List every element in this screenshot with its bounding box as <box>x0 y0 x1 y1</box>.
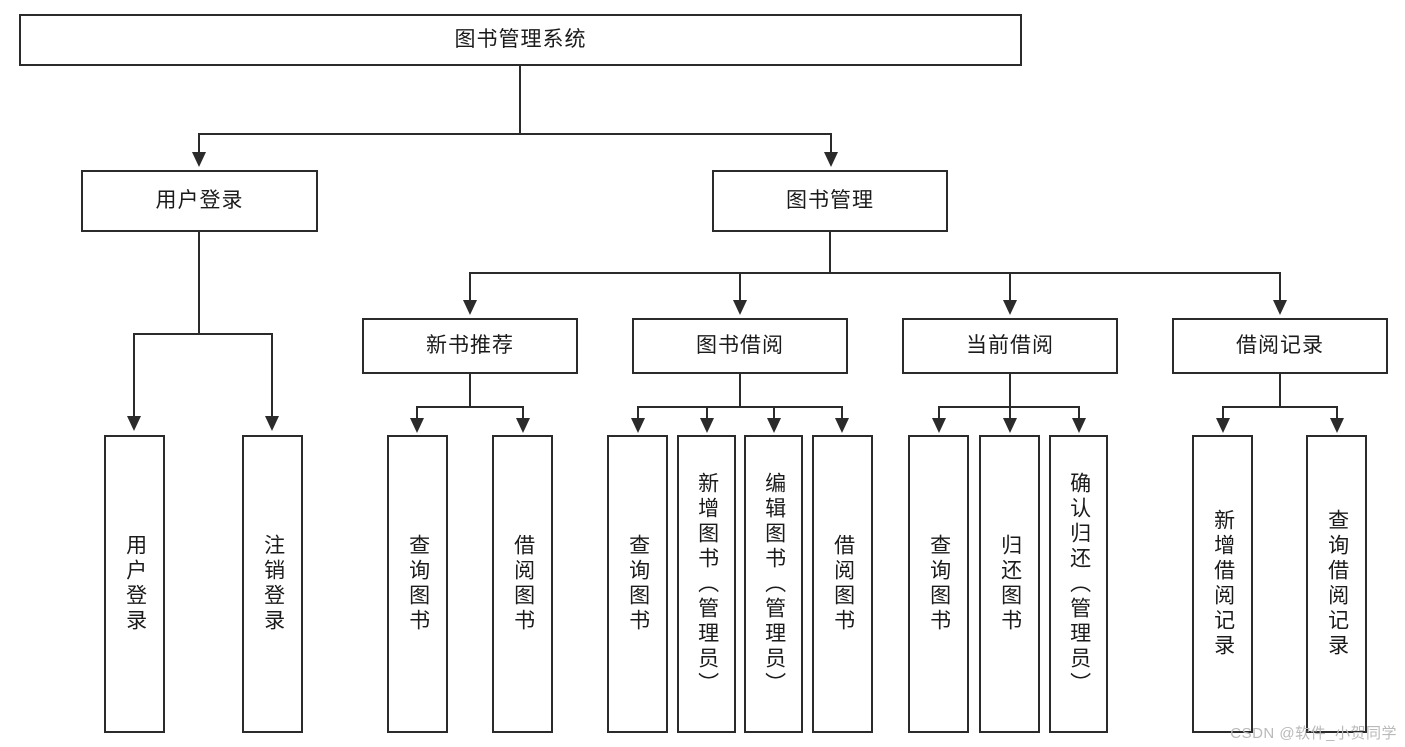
leaf-query-borrow-record[interactable]: 查询借阅记录 <box>1306 435 1367 733</box>
connector-new-book-stem <box>469 374 471 408</box>
node-book-borrow[interactable]: 图书借阅 <box>632 318 848 374</box>
connector-current-borrow-drop-2 <box>1009 406 1011 420</box>
node-label: 图书管理 <box>786 189 874 213</box>
node-book-management[interactable]: 图书管理 <box>712 170 948 232</box>
connector-root-stem <box>519 66 521 134</box>
watermark: CSDN @软件_小贺同学 <box>1230 725 1397 742</box>
node-label: 注销登录 <box>261 534 285 634</box>
leaf-query-book-new[interactable]: 查询图书 <box>387 435 448 733</box>
node-root-system[interactable]: 图书管理系统 <box>19 14 1022 66</box>
leaf-user-login[interactable]: 用户登录 <box>104 435 165 733</box>
arrow-book-borrow-leaf-1 <box>631 418 645 433</box>
leaf-borrow-book[interactable]: 借阅图书 <box>812 435 873 733</box>
connector-book-mgmt-drop-2 <box>739 272 741 302</box>
node-borrow-record[interactable]: 借阅记录 <box>1172 318 1388 374</box>
node-label: 用户登录 <box>123 534 147 634</box>
node-label: 借阅图书 <box>831 534 855 634</box>
connector-book-borrow-bus <box>637 406 843 408</box>
connector-book-borrow-drop-2 <box>706 406 708 420</box>
connector-borrow-record-stem <box>1279 374 1281 408</box>
node-label: 当前借阅 <box>966 334 1054 358</box>
connector-borrow-record-bus <box>1222 406 1338 408</box>
connector-book-borrow-drop-3 <box>773 406 775 420</box>
leaf-return-book[interactable]: 归还图书 <box>979 435 1040 733</box>
arrow-to-leaf-logout <box>265 416 279 431</box>
node-label: 新增图书（管理员） <box>695 471 719 697</box>
arrow-new-book-leaf-2 <box>516 418 530 433</box>
node-label: 查询图书 <box>927 534 951 634</box>
connector-book-mgmt-bus <box>469 272 1281 274</box>
node-current-borrow[interactable]: 当前借阅 <box>902 318 1118 374</box>
leaf-borrow-book-new[interactable]: 借阅图书 <box>492 435 553 733</box>
node-label: 图书管理系统 <box>454 28 587 52</box>
arrow-to-leaf-user-login <box>127 416 141 431</box>
arrow-book-borrow-leaf-3 <box>767 418 781 433</box>
connector-book-mgmt-drop-4 <box>1279 272 1281 302</box>
node-label: 用户登录 <box>155 189 244 213</box>
connector-book-mgmt-drop-1 <box>469 272 471 302</box>
arrow-new-book-leaf-1 <box>410 418 424 433</box>
arrow-current-borrow-leaf-3 <box>1072 418 1086 433</box>
connector-book-borrow-stem <box>739 374 741 408</box>
node-label: 借阅图书 <box>511 534 535 634</box>
connector-borrow-record-drop-1 <box>1222 406 1224 420</box>
connector-current-borrow-drop-1 <box>938 406 940 420</box>
connector-root-bus <box>198 133 832 135</box>
connector-user-login-stem <box>198 232 200 334</box>
node-label: 确认归还（管理员） <box>1067 471 1091 697</box>
leaf-add-book-admin[interactable]: 新增图书（管理员） <box>677 435 736 733</box>
leaf-query-book-borrow[interactable]: 查询图书 <box>607 435 668 733</box>
arrow-to-current-borrow <box>1003 300 1017 315</box>
connector-new-book-drop-2 <box>522 406 524 420</box>
connector-borrow-record-drop-2 <box>1336 406 1338 420</box>
node-user-login[interactable]: 用户登录 <box>81 170 318 232</box>
connector-current-borrow-drop-3 <box>1078 406 1080 420</box>
connector-new-book-drop-1 <box>416 406 418 420</box>
node-label: 新增借阅记录 <box>1211 509 1235 659</box>
connector-root-to-user-login <box>198 133 200 155</box>
connector-book-mgmt-drop-3 <box>1009 272 1011 302</box>
arrow-book-borrow-leaf-4 <box>835 418 849 433</box>
leaf-confirm-return-admin[interactable]: 确认归还（管理员） <box>1049 435 1108 733</box>
connector-user-login-drop-2 <box>271 333 273 418</box>
node-label: 图书借阅 <box>696 334 784 358</box>
connector-user-login-bus <box>133 333 272 335</box>
node-label: 查询图书 <box>626 534 650 634</box>
arrow-to-new-book <box>463 300 477 315</box>
node-new-book-recommend[interactable]: 新书推荐 <box>362 318 578 374</box>
connector-current-borrow-stem <box>1009 374 1011 408</box>
connector-book-borrow-drop-4 <box>841 406 843 420</box>
leaf-logout[interactable]: 注销登录 <box>242 435 303 733</box>
arrow-current-borrow-leaf-2 <box>1003 418 1017 433</box>
arrow-borrow-record-leaf-1 <box>1216 418 1230 433</box>
arrow-root-to-user-login <box>192 152 206 167</box>
leaf-add-borrow-record[interactable]: 新增借阅记录 <box>1192 435 1253 733</box>
node-label: 查询图书 <box>406 534 430 634</box>
node-label: 归还图书 <box>998 534 1022 634</box>
arrow-borrow-record-leaf-2 <box>1330 418 1344 433</box>
node-label: 查询借阅记录 <box>1325 509 1349 659</box>
connector-book-borrow-drop-1 <box>637 406 639 420</box>
connector-book-mgmt-stem <box>829 232 831 274</box>
arrow-to-book-borrow <box>733 300 747 315</box>
node-label: 新书推荐 <box>426 334 514 358</box>
node-label: 编辑图书（管理员） <box>762 471 786 697</box>
leaf-edit-book-admin[interactable]: 编辑图书（管理员） <box>744 435 803 733</box>
arrow-book-borrow-leaf-2 <box>700 418 714 433</box>
node-label: 借阅记录 <box>1236 334 1324 358</box>
arrow-current-borrow-leaf-1 <box>932 418 946 433</box>
connector-new-book-bus <box>416 406 524 408</box>
connector-root-to-book-mgmt <box>830 133 832 155</box>
connector-user-login-drop-1 <box>133 333 135 418</box>
arrow-root-to-book-mgmt <box>824 152 838 167</box>
leaf-query-book-current[interactable]: 查询图书 <box>908 435 969 733</box>
arrow-to-borrow-record <box>1273 300 1287 315</box>
